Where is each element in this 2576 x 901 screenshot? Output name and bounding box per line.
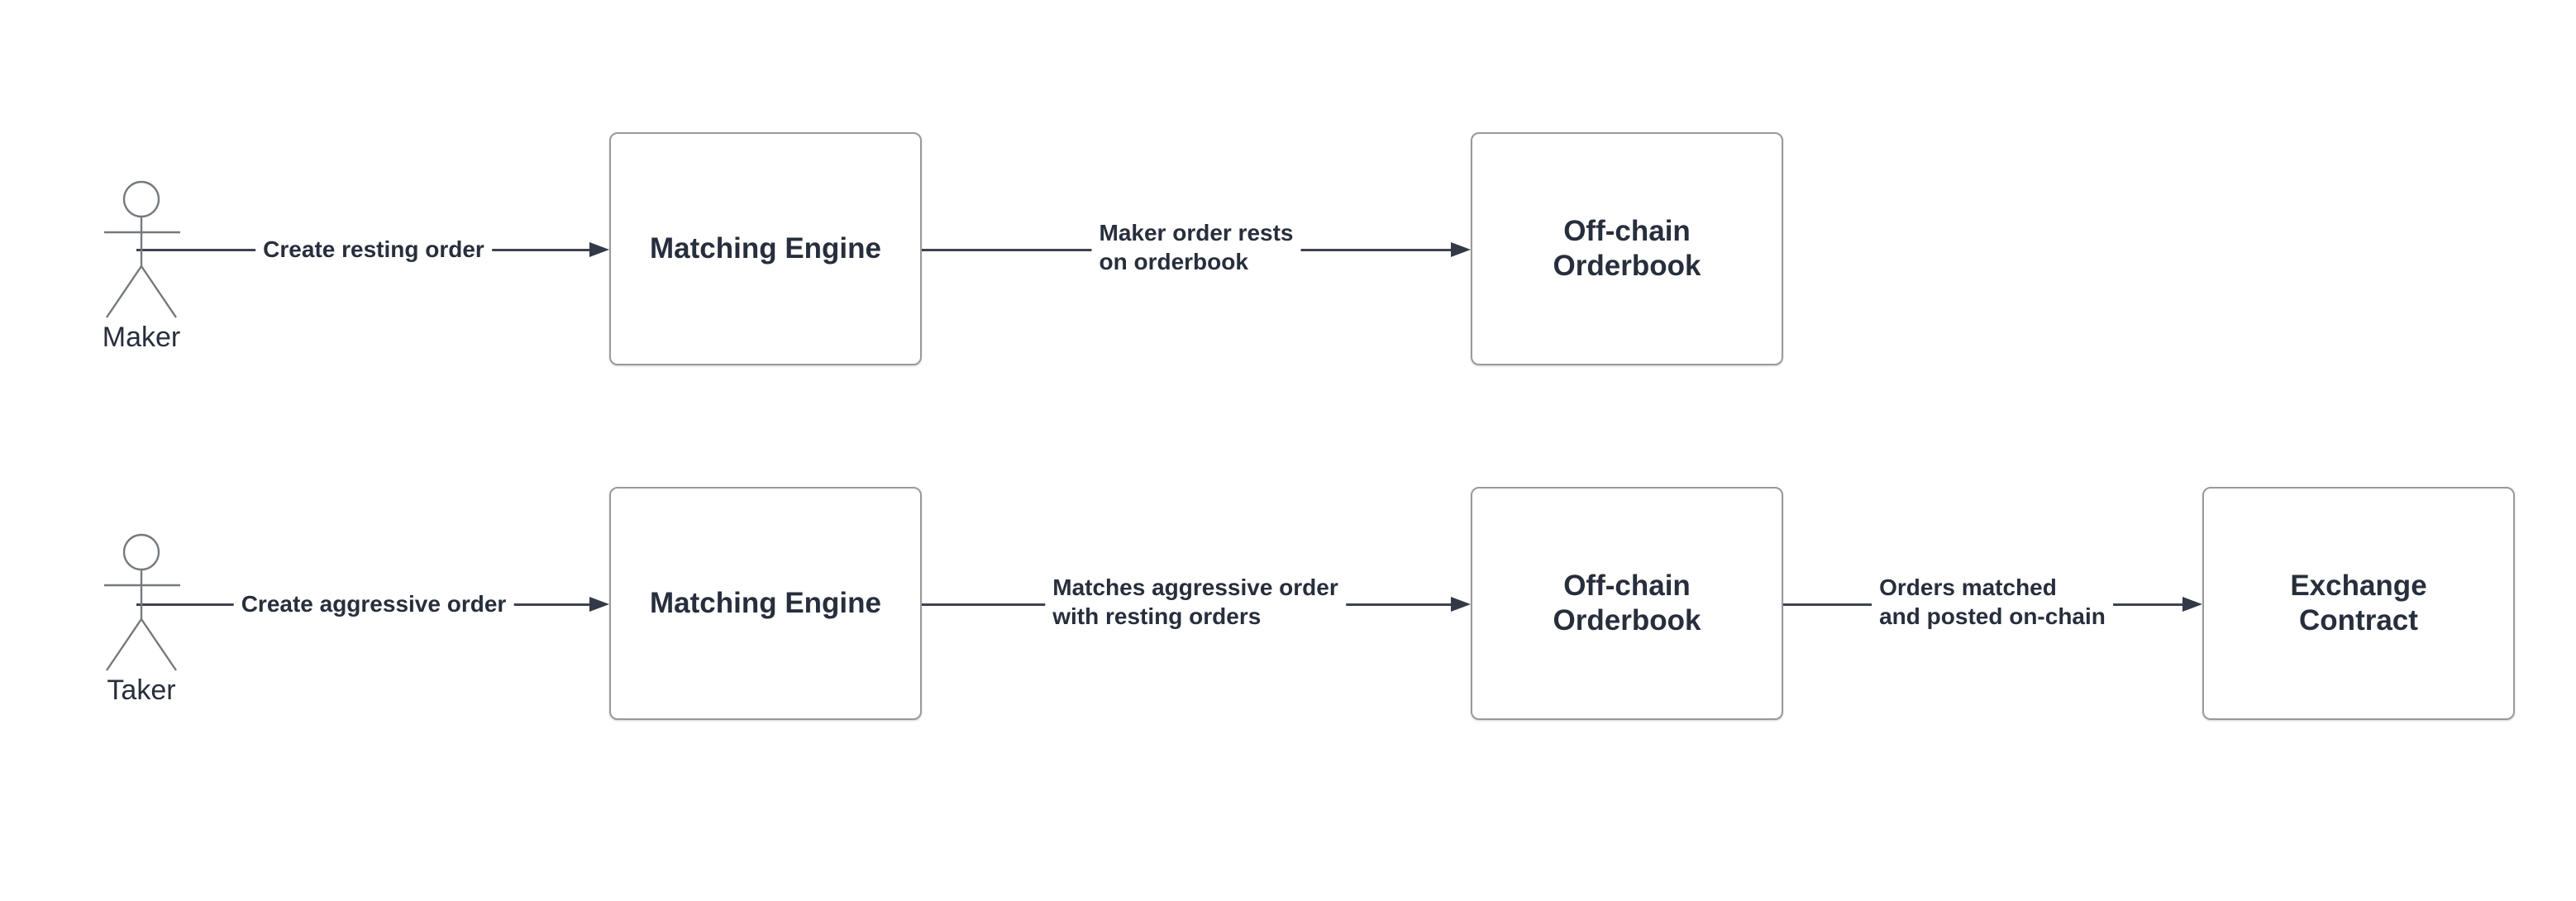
edge-label-line1: Maker order rests xyxy=(1099,220,1294,246)
node-exchange-contract[interactable]: Exchange Contract xyxy=(2202,487,2515,720)
edge-label-maker-order-rests: Maker order rests on orderbook xyxy=(1091,218,1301,276)
edge-label-line2: and posted on-chain xyxy=(1879,603,2106,629)
node-matching-engine-taker[interactable]: Matching Engine xyxy=(609,487,922,720)
node-matching-engine-maker-title: Matching Engine xyxy=(650,232,881,265)
node-title-line1: Off-chain xyxy=(1563,215,1691,247)
node-title-line1: Exchange xyxy=(2290,570,2427,602)
arrowhead-icon xyxy=(2182,597,2202,612)
node-offchain-orderbook-taker[interactable]: Off-chain Orderbook xyxy=(1471,487,1783,720)
node-title-line2: Orderbook xyxy=(1553,250,1701,282)
arrowhead-icon xyxy=(589,597,609,612)
edge-label-create-resting-order: Create resting order xyxy=(255,235,492,265)
node-title-line2: Contract xyxy=(2299,604,2418,636)
node-title-line2: Orderbook xyxy=(1553,604,1701,636)
edge-label-matches-aggressive-order: Matches aggressive order with resting or… xyxy=(1045,573,1346,631)
person-icon xyxy=(104,533,180,671)
actor-maker[interactable]: Maker xyxy=(89,178,193,354)
actor-taker-label: Taker xyxy=(107,675,176,706)
node-title-line1: Off-chain xyxy=(1563,570,1691,602)
node-offchain-orderbook-maker[interactable]: Off-chain Orderbook xyxy=(1471,132,1783,365)
edge-label-line2: with resting orders xyxy=(1052,603,1262,629)
node-offchain-orderbook-taker-title: Off-chain Orderbook xyxy=(1553,569,1701,638)
edge-label-line1: Orders matched xyxy=(1879,574,2057,600)
actor-maker-label: Maker xyxy=(102,322,181,353)
node-offchain-orderbook-maker-title: Off-chain Orderbook xyxy=(1553,214,1701,284)
edge-label-orders-matched-posted: Orders matched and posted on-chain xyxy=(1872,573,2113,631)
arrowhead-icon xyxy=(589,242,609,257)
edge-label-line1: Matches aggressive order xyxy=(1052,574,1338,600)
node-matching-engine-taker-title: Matching Engine xyxy=(650,587,881,619)
person-icon xyxy=(104,180,180,318)
arrowhead-icon xyxy=(1451,597,1471,612)
edge-label-line2: on orderbook xyxy=(1099,249,1248,274)
node-exchange-contract-title: Exchange Contract xyxy=(2290,569,2426,638)
node-matching-engine-maker[interactable]: Matching Engine xyxy=(609,132,922,365)
arrowhead-icon xyxy=(1451,242,1471,257)
actor-taker[interactable]: Taker xyxy=(89,531,193,707)
edge-label-create-aggressive-order: Create aggressive order xyxy=(233,589,514,619)
